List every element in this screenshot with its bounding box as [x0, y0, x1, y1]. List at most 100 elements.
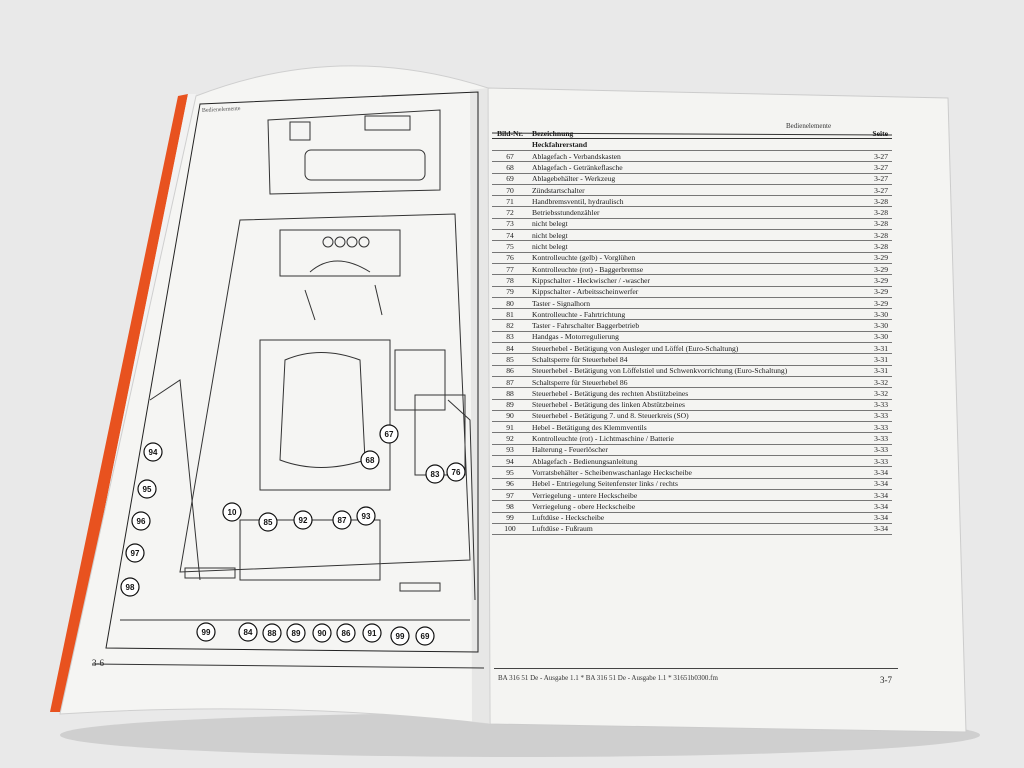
callout-label: 95 — [143, 485, 152, 494]
cell-seite: 3-28 — [874, 242, 888, 252]
callout-97: 97 — [125, 543, 145, 563]
callout-99: 99 — [196, 622, 216, 642]
cell-seite: 3-34 — [874, 467, 888, 477]
cell-seite: 3-34 — [874, 501, 888, 511]
cell-seite: 3-31 — [874, 343, 888, 353]
cell-seite: 3-29 — [874, 298, 888, 308]
callout-90: 90 — [312, 623, 332, 643]
cell-nr: 93 — [506, 445, 514, 455]
cell-seite: 3-33 — [874, 422, 888, 432]
callout-87: 87 — [332, 510, 352, 530]
cell-nr: 90 — [506, 411, 514, 421]
right-page-number: 3-7 — [880, 675, 892, 685]
callout-label: 10 — [228, 508, 237, 517]
cell-seite: 3-31 — [874, 354, 888, 364]
callout-label: 94 — [149, 448, 158, 457]
cell-seite: 3-27 — [874, 185, 888, 195]
table-row: 78 Kippschalter - Heckwischer / -wascher 3… — [492, 275, 892, 287]
callout-88: 88 — [262, 623, 282, 643]
cell-seite: 3-27 — [874, 174, 888, 184]
callout-label: 98 — [126, 583, 135, 592]
cell-bez: Ablagebehälter - Werkzeug — [532, 174, 616, 184]
cell-nr: 80 — [506, 298, 514, 308]
gutter-shadow — [470, 88, 490, 724]
callout-label: 96 — [137, 517, 146, 526]
cell-bez: Kontrolleuchte (rot) - Baggerbremse — [532, 264, 644, 274]
cell-bez: Steuerhebel - Betätigung des rechten Abs… — [532, 388, 689, 398]
cell-seite: 3-29 — [874, 264, 888, 274]
callout-label: 89 — [292, 629, 301, 638]
cell-seite: 3-29 — [874, 275, 888, 285]
cell-seite: 3-29 — [874, 287, 888, 297]
cell-seite: 3-34 — [874, 479, 888, 489]
callout-label: 69 — [421, 632, 430, 641]
cell-nr: 95 — [506, 467, 514, 477]
cell-bez: Steuerhebel - Betätigung von Löffelstiel… — [532, 366, 788, 376]
cell-bez: Kippschalter - Arbeitsscheinwerfer — [532, 287, 639, 297]
callout-label: 91 — [368, 629, 377, 638]
cell-seite: 3-34 — [874, 490, 888, 500]
cell-nr: 70 — [506, 185, 514, 195]
cell-seite: 3-32 — [874, 388, 888, 398]
table-row: 75 nicht belegt 3-28 — [492, 241, 892, 253]
callout-label: 87 — [338, 516, 347, 525]
cell-bez: Steuerhebel - Betätigung 7. und 8. Steue… — [532, 411, 689, 421]
right-footer-rule — [494, 668, 898, 669]
cell-nr: 84 — [506, 343, 514, 353]
cell-nr: 98 — [506, 501, 514, 511]
callout-76: 76 — [446, 462, 466, 482]
cell-bez: Hebel - Betätigung des Klemmventils — [532, 422, 647, 432]
callout-83: 83 — [425, 464, 445, 484]
cell-bez: Handgas - Motorregulierung — [532, 332, 619, 342]
right-header-rule — [491, 132, 893, 136]
cell-seite: 3-32 — [874, 377, 888, 387]
callout-91: 91 — [362, 623, 382, 643]
cell-seite: 3-28 — [874, 208, 888, 218]
left-footer-rule — [91, 663, 485, 669]
cell-bez: Steuerhebel - Betätigung von Ausleger un… — [532, 343, 739, 353]
cell-nr: 83 — [506, 332, 514, 342]
cell-nr: 75 — [506, 242, 514, 252]
cell-bez: Luftdüse - Fußraum — [532, 524, 593, 534]
cell-nr: 74 — [506, 230, 514, 240]
cell-nr: 85 — [506, 354, 514, 364]
cell-seite: 3-27 — [874, 162, 888, 172]
callout-69: 69 — [415, 626, 435, 646]
cell-bez: Kontrolleuchte - Fahrtrichtung — [532, 309, 626, 319]
callout-label: 90 — [318, 629, 327, 638]
callout-label: 97 — [131, 549, 140, 558]
callout-98: 98 — [120, 577, 140, 597]
cell-bez: Luftdüse - Heckscheibe — [532, 513, 605, 523]
cell-bez: Kontrolleuchte (gelb) - Vorglühen — [532, 253, 636, 263]
cell-bez: Kippschalter - Heckwischer / -wascher — [532, 275, 651, 285]
table-header: Bild-Nr. Bezeichnung Seite — [492, 126, 892, 139]
callout-10: 10 — [222, 502, 242, 522]
callout-label: 88 — [268, 629, 277, 638]
cell-bez: nicht belegt — [532, 242, 568, 252]
cell-seite: 3-34 — [874, 524, 888, 534]
parts-table: Bild-Nr. Bezeichnung Seite Heckfahrersta… — [492, 126, 892, 536]
cell-nr: 86 — [506, 366, 514, 376]
callout-96: 96 — [131, 511, 151, 531]
cell-nr: 78 — [506, 275, 514, 285]
callout-68: 68 — [360, 450, 380, 470]
cell-seite: 3-33 — [874, 456, 888, 466]
